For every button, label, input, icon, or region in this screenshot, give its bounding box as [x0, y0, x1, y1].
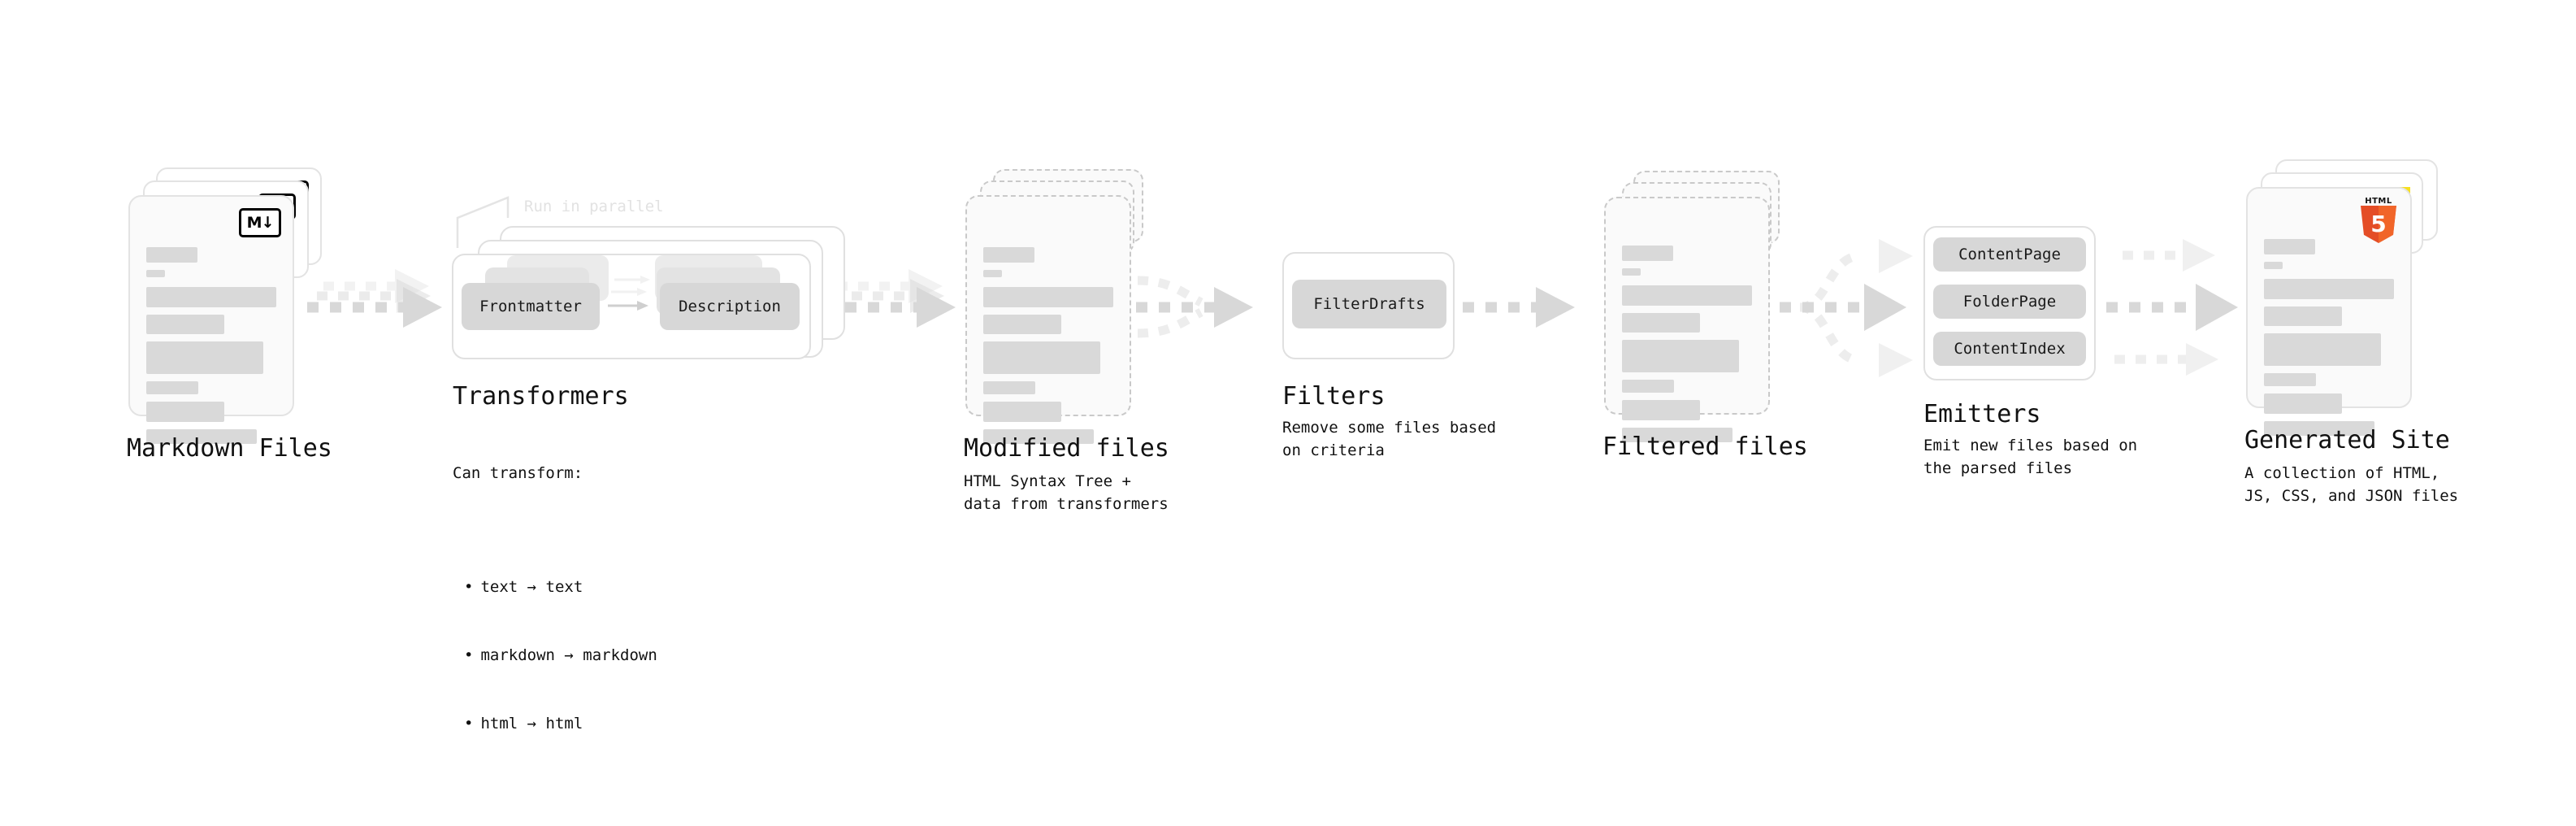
filter-node-label: FilterDrafts	[1313, 295, 1425, 313]
run-in-parallel-annotation: Run in parallel	[524, 198, 664, 215]
generated-site-title: Generated Site	[2244, 426, 2450, 454]
document-placeholder-lines	[983, 247, 1113, 451]
emitter-node-contentindex[interactable]: ContentIndex	[1933, 332, 2086, 366]
html5-badge-digit: 5	[2370, 211, 2387, 237]
emitters-subtitle: Emit new files based on the parsed files	[1923, 437, 2138, 477]
document-placeholder-lines	[1622, 246, 1752, 450]
transformers-subtitle: Can transform: text → text markdown → ma…	[453, 416, 657, 826]
emitter-node-contentpage[interactable]: ContentPage	[1933, 237, 2086, 272]
generated-site-subtitle: A collection of HTML, JS, CSS, and JSON …	[2244, 464, 2459, 505]
filtered-card-front	[1604, 197, 1770, 442]
arrow-filters-to-filtered	[1463, 287, 1575, 328]
transformer-node-frontmatter[interactable]: Frontmatter	[462, 283, 600, 330]
transformer-node-label: Description	[679, 298, 781, 315]
document-placeholder-lines	[146, 247, 276, 451]
emitter-node-label: FolderPage	[1962, 293, 2057, 311]
site-card-front: HTML 5	[2246, 187, 2412, 436]
filters-subtitle: Remove some files based on criteria	[1282, 419, 1497, 459]
arrow-markdown-to-transformers	[307, 269, 442, 328]
markdown-card-front: M↓	[128, 195, 294, 444]
transformers-bullet: text → text	[464, 576, 657, 598]
transformers-bullet: html → html	[464, 712, 657, 735]
transformers-subtitle-lead: Can transform:	[453, 464, 583, 482]
modified-files-title: Modified files	[964, 434, 1169, 463]
emitter-node-folderpage[interactable]: FolderPage	[1933, 285, 2086, 319]
filter-node-filterdrafts[interactable]: FilterDrafts	[1292, 280, 1446, 328]
html5-badge-word: HTML	[2365, 197, 2392, 206]
transformer-node-description[interactable]: Description	[660, 283, 800, 330]
emitter-node-label: ContentIndex	[1954, 340, 2066, 358]
markdown-badge-icon: M↓	[239, 208, 281, 237]
arrow-filtered-to-emitters	[1780, 239, 1913, 377]
html5-badge-icon: HTML 5	[2358, 197, 2399, 244]
modified-files-subtitle: HTML Syntax Tree + data from transformer…	[964, 472, 1169, 513]
filtered-files-title: Filtered files	[1602, 433, 1808, 461]
document-placeholder-lines	[2264, 239, 2394, 443]
emitter-node-label: ContentPage	[1958, 246, 2061, 263]
arrow-emitters-to-site	[2106, 239, 2238, 376]
transformers-bullet: markdown → markdown	[464, 644, 657, 667]
modified-card-front	[965, 195, 1131, 444]
transformers-bullet-list: text → text markdown → markdown html → h…	[453, 530, 657, 780]
transformers-title: Transformers	[453, 382, 629, 411]
markdown-files-title: Markdown Files	[127, 434, 332, 463]
filters-title: Filters	[1282, 382, 1386, 411]
emitters-title: Emitters	[1923, 400, 2041, 428]
html5-shield: 5	[2361, 206, 2396, 243]
arrow-modified-to-filters	[1136, 276, 1253, 338]
transformer-node-label: Frontmatter	[479, 298, 582, 315]
